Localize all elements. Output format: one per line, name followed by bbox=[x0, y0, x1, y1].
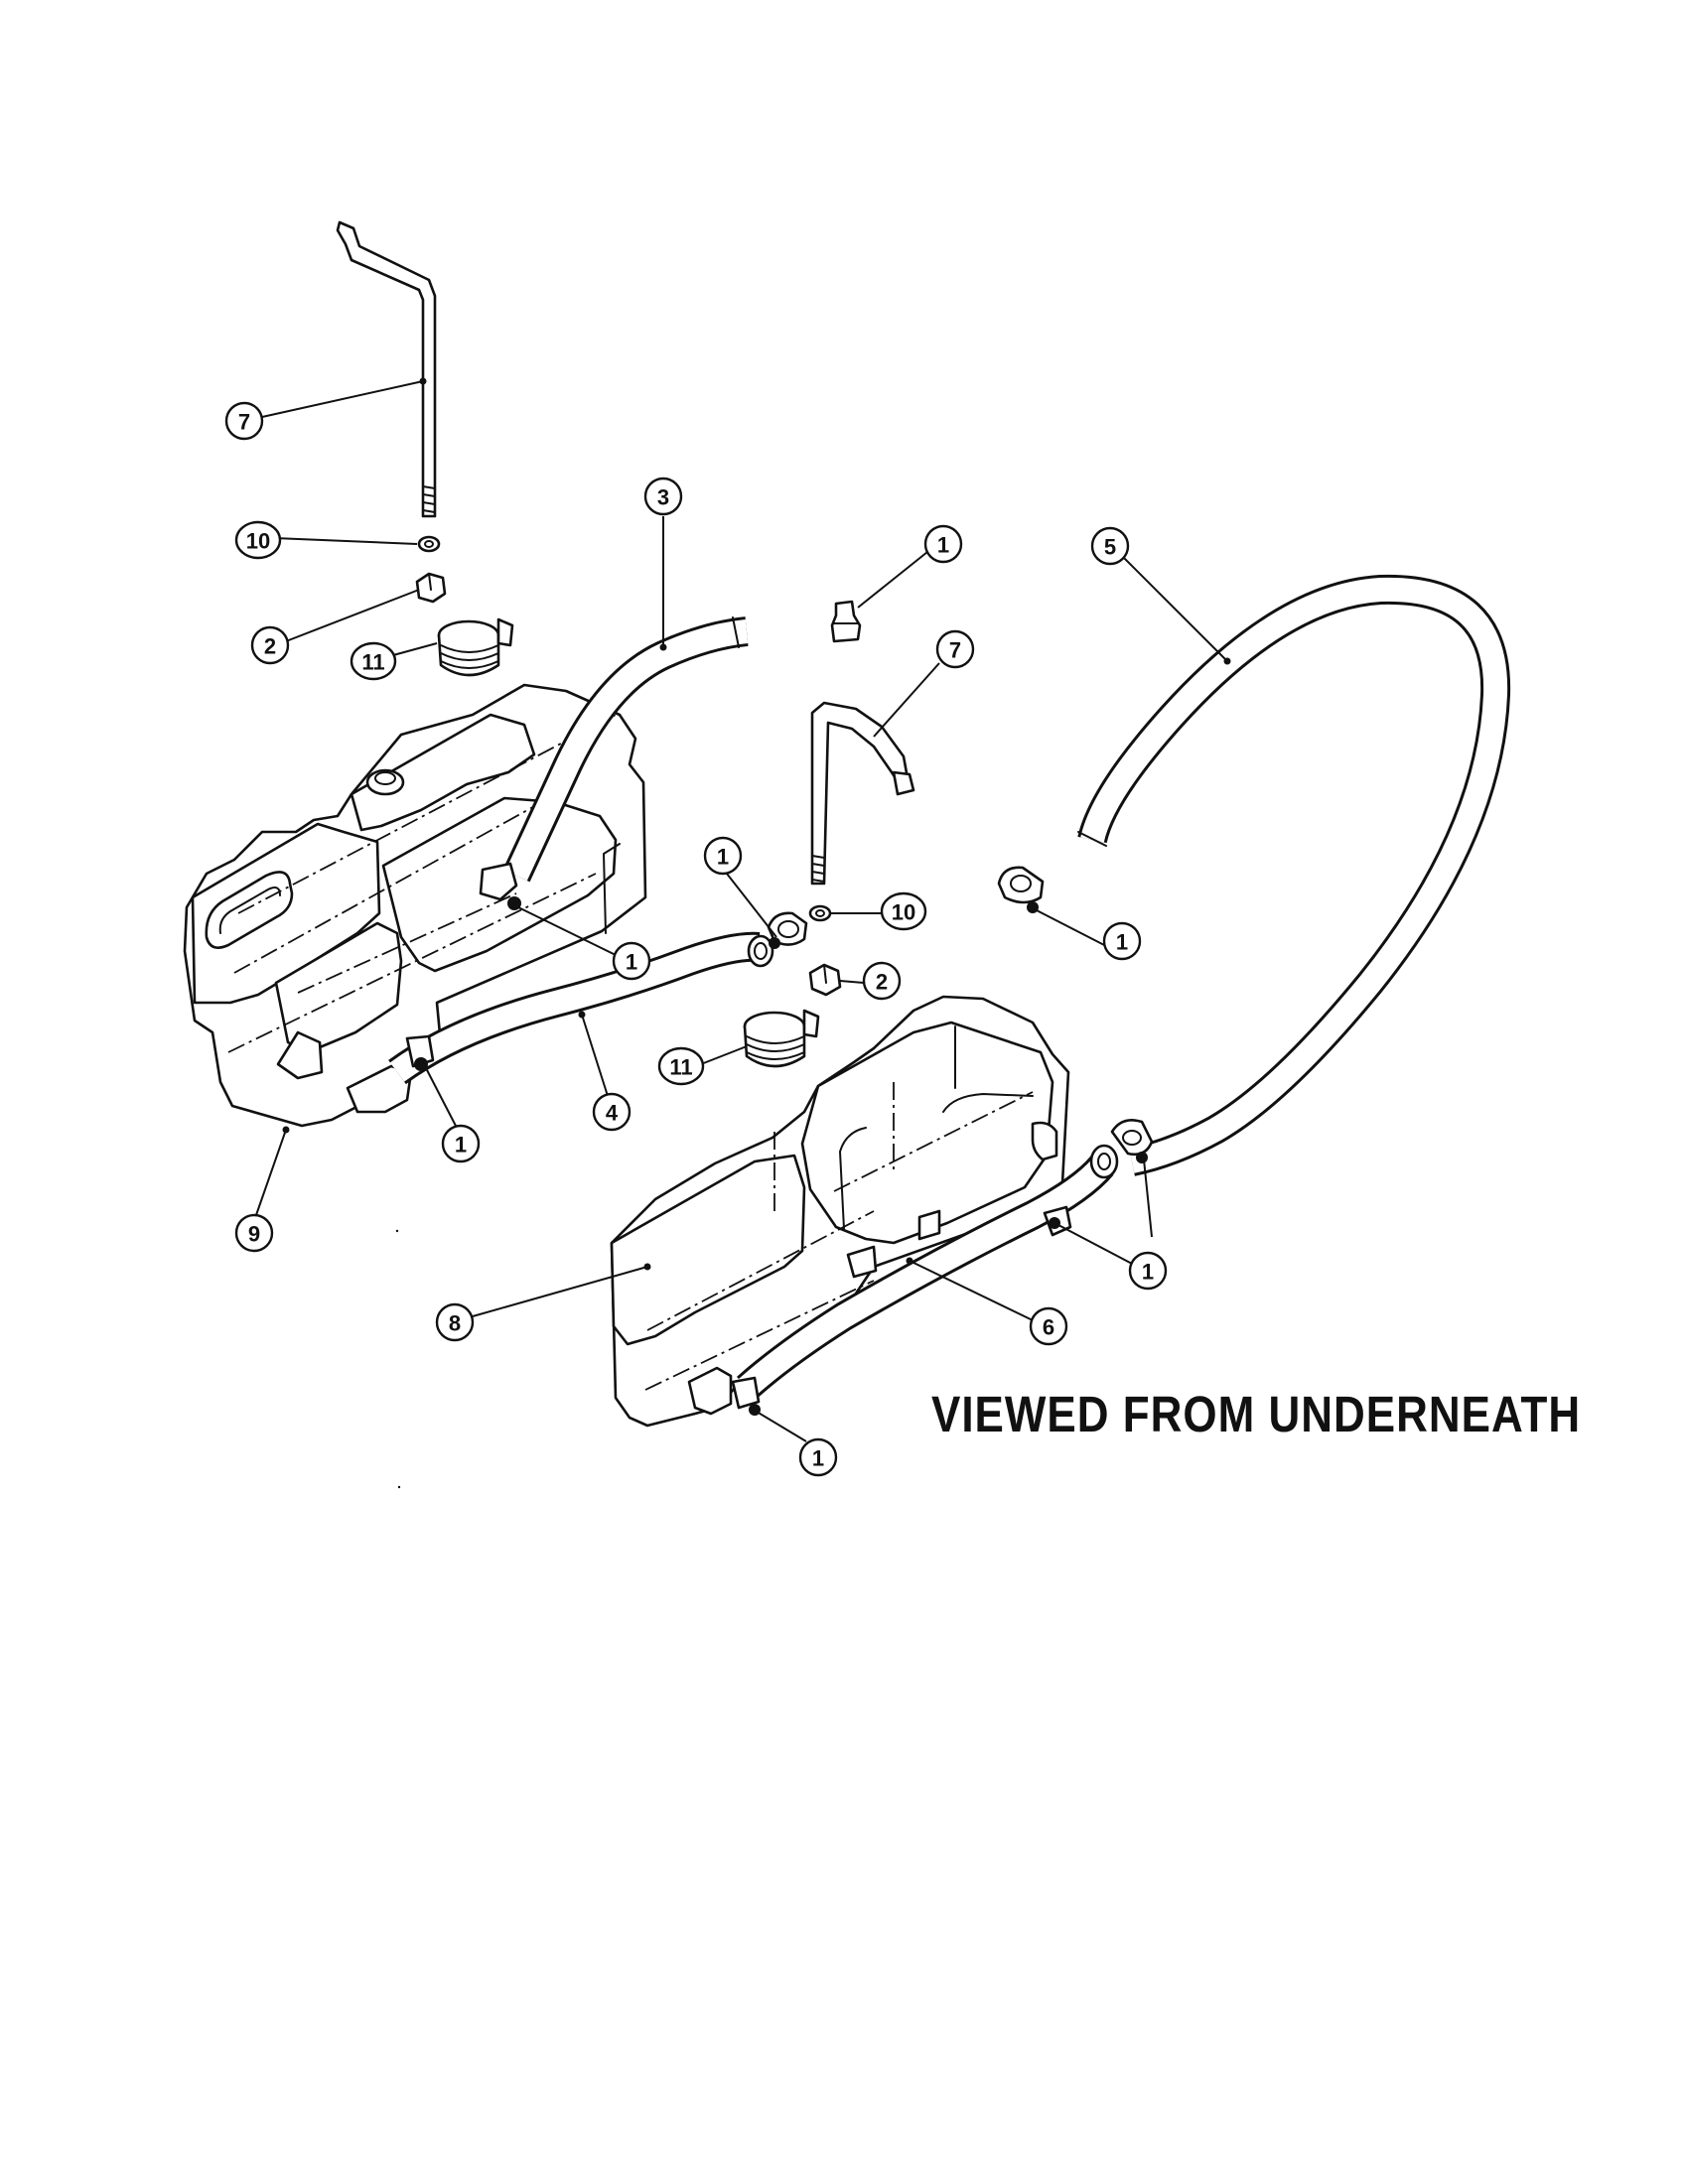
callout-label: 1 bbox=[812, 1446, 824, 1471]
hose-3 bbox=[502, 616, 749, 883]
callout-label: 7 bbox=[238, 410, 250, 435]
callout-5: 5 bbox=[1090, 526, 1130, 566]
fuel-tank-8 bbox=[610, 995, 1070, 1428]
callout-2-top: 2 bbox=[250, 625, 290, 665]
callout-label: 11 bbox=[669, 1055, 692, 1080]
callout-7-right: 7 bbox=[935, 629, 975, 669]
callout-7-top: 7 bbox=[224, 401, 264, 441]
callout-1-clamp-right: 1 bbox=[1102, 921, 1142, 961]
callout-10-top: 10 bbox=[234, 520, 282, 560]
callout-label: 9 bbox=[248, 1222, 260, 1247]
callout-1-tank8-bottom: 1 bbox=[798, 1437, 838, 1477]
callout-label: 1 bbox=[937, 533, 949, 558]
callout-label: 3 bbox=[657, 485, 669, 510]
callout-2-right: 2 bbox=[862, 961, 902, 1001]
callout-label: 11 bbox=[361, 650, 384, 675]
speck bbox=[395, 1229, 399, 1233]
callout-label: 2 bbox=[876, 970, 888, 995]
callout-1-tank9-fill: 1 bbox=[612, 941, 651, 981]
hose-5 bbox=[1077, 574, 1511, 1176]
callout-label: 5 bbox=[1104, 535, 1116, 560]
callout-9: 9 bbox=[234, 1213, 274, 1253]
callout-1-tank9-bottom: 1 bbox=[441, 1124, 481, 1163]
callout-8: 8 bbox=[435, 1302, 475, 1342]
nut-right bbox=[808, 963, 842, 997]
callout-label: 7 bbox=[949, 638, 961, 663]
speck bbox=[397, 1485, 401, 1489]
fuel-cap-left bbox=[437, 617, 514, 677]
washer-right bbox=[808, 904, 832, 922]
callout-label: 1 bbox=[1142, 1260, 1154, 1285]
callout-label: 10 bbox=[892, 900, 915, 925]
washer-left bbox=[417, 535, 441, 553]
hose-clamp-middle bbox=[767, 911, 808, 949]
callout-6: 6 bbox=[1029, 1306, 1068, 1346]
callout-label: 6 bbox=[1043, 1315, 1054, 1340]
view-caption: VIEWED FROM UNDERNEATH bbox=[931, 1387, 1581, 1443]
hose-clamp-right bbox=[997, 866, 1045, 913]
nut-left bbox=[415, 572, 447, 604]
callout-11-top: 11 bbox=[350, 641, 397, 681]
fitting bbox=[830, 600, 862, 643]
leader-lines bbox=[255, 380, 1228, 1442]
callout-label: 2 bbox=[264, 634, 276, 659]
callout-3: 3 bbox=[643, 477, 683, 516]
callout-label: 10 bbox=[246, 529, 270, 554]
callout-label: 1 bbox=[626, 950, 637, 975]
hose-clamp-tank8-bottom bbox=[731, 1376, 761, 1416]
callout-label: 4 bbox=[606, 1101, 619, 1126]
callout-11-right: 11 bbox=[657, 1046, 705, 1086]
callout-1-hose-right: 1 bbox=[1128, 1251, 1168, 1291]
hold-down-strap-right bbox=[810, 701, 915, 886]
callout-label: 1 bbox=[455, 1133, 467, 1158]
leader-dots bbox=[282, 377, 1231, 1271]
hose-clamp-tank9-bottom bbox=[405, 1034, 435, 1071]
fuel-cap-right bbox=[743, 1009, 820, 1068]
callout-4: 4 bbox=[592, 1092, 632, 1132]
hose-clamp-tank9 bbox=[479, 862, 521, 910]
callout-label: 8 bbox=[449, 1311, 461, 1336]
callout-label: 1 bbox=[717, 845, 729, 870]
callout-10-right: 10 bbox=[880, 891, 927, 931]
callout-label: 1 bbox=[1116, 930, 1128, 955]
hose-4 bbox=[388, 931, 774, 1085]
hose-clamp-tank8 bbox=[1043, 1205, 1072, 1237]
hold-down-strap-left bbox=[336, 220, 437, 518]
callout-1-fitting: 1 bbox=[923, 524, 963, 564]
callout-1-clamp-middle: 1 bbox=[703, 836, 743, 876]
